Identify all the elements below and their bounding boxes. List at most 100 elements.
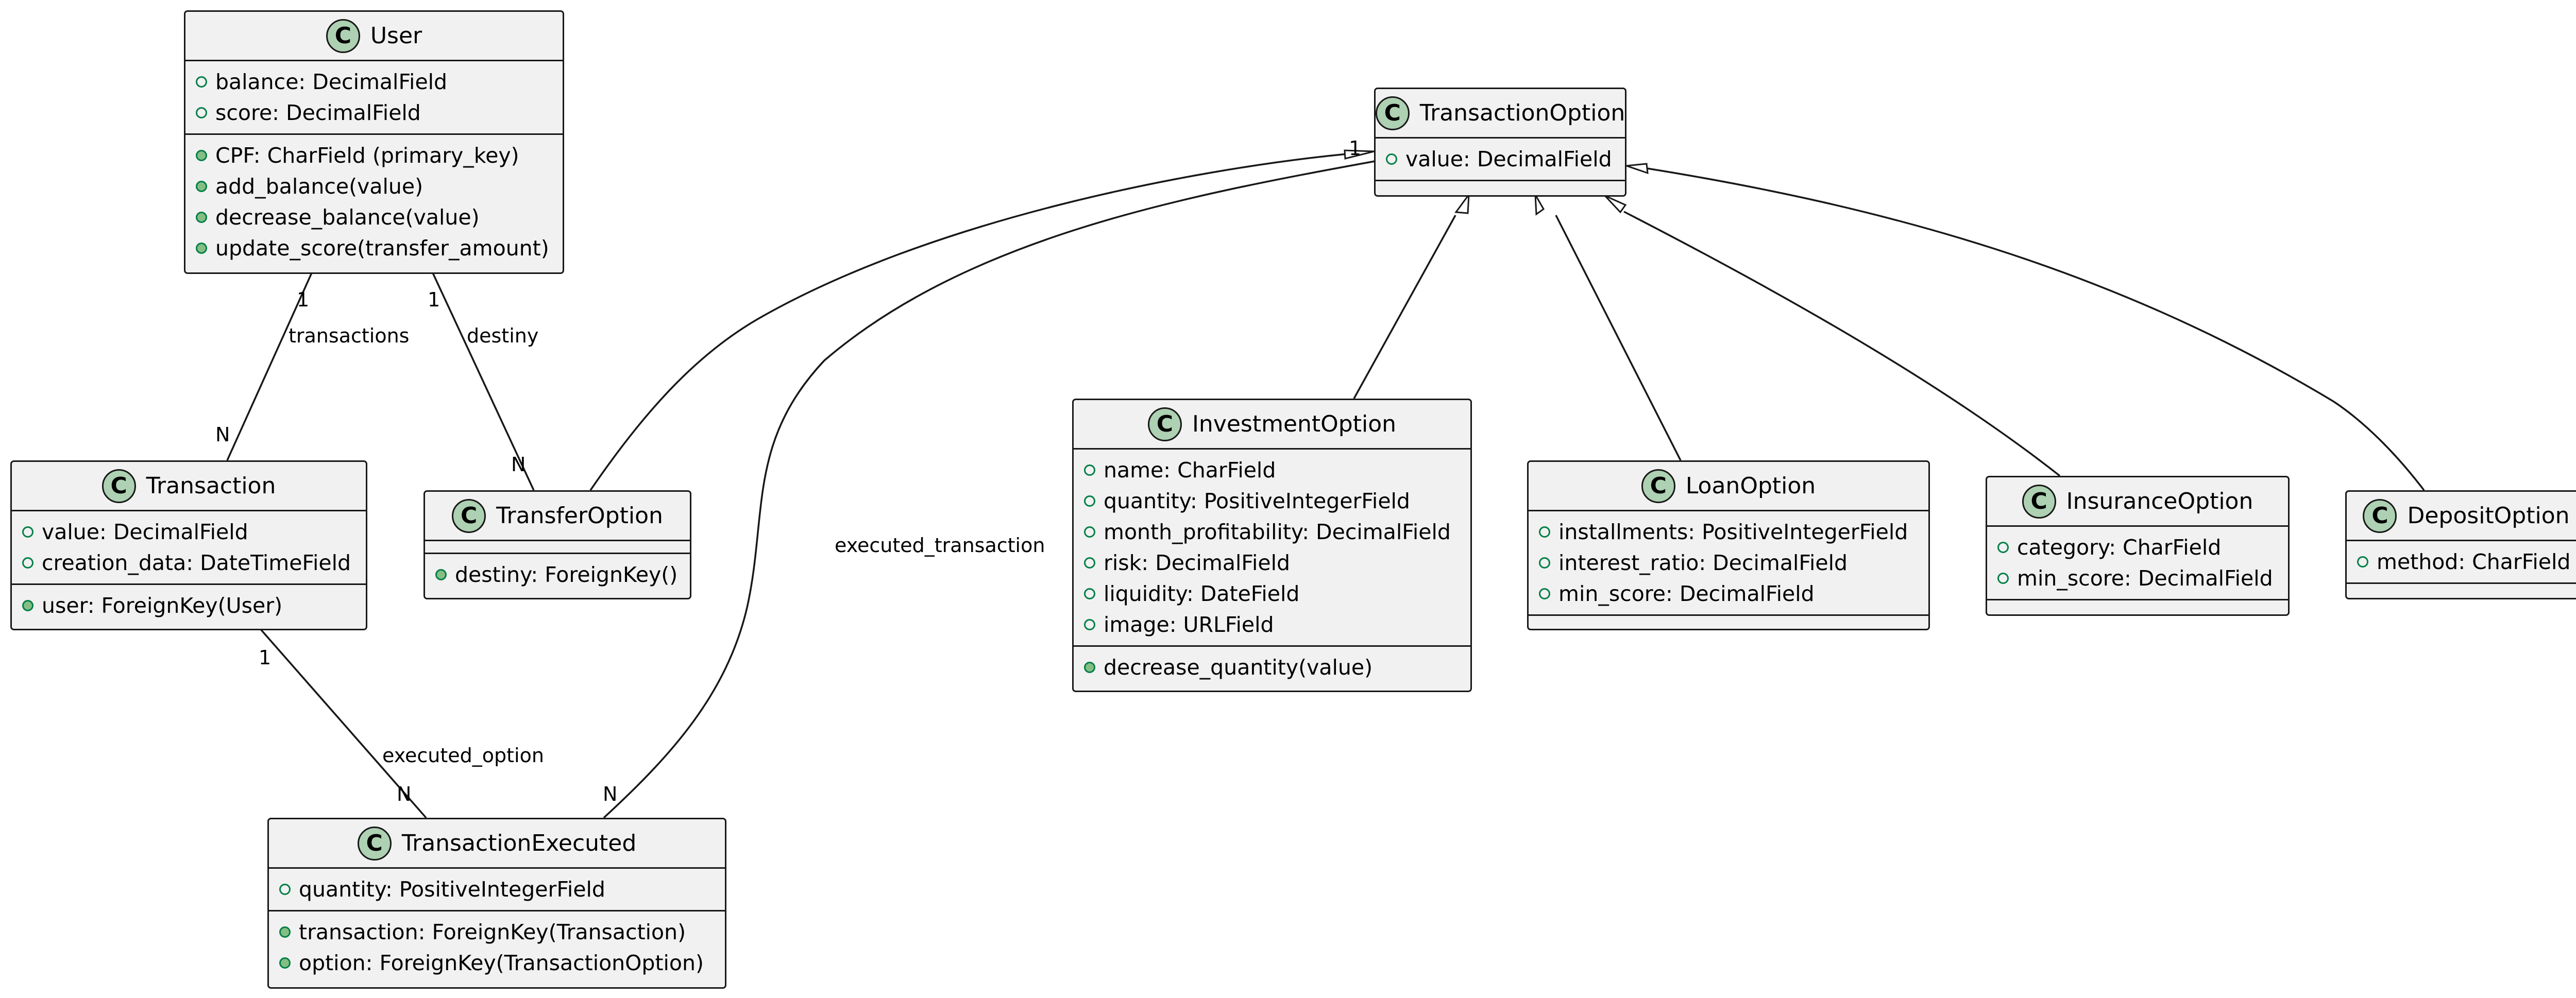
edge-label-transactions: transactions [289,324,410,347]
methods-section: decrease_quantity(value) [1074,645,1470,688]
class-loan-option[interactable]: C LoanOption installments: PositiveInteg… [1527,460,1930,630]
class-c-icon: C [2363,498,2397,533]
public-field-icon [22,526,33,538]
field-row: quantity: PositiveIntegerField [1074,486,1470,517]
method-row: user: ForeignKey(User) [12,590,366,621]
public-field-icon [1997,573,2009,584]
field-row: name: CharField [1074,455,1470,486]
methods-section: transaction: ForeignKey(Transaction) opt… [269,910,725,984]
class-header: C InsuranceOption [1987,477,2288,527]
class-name: DepositOption [2407,503,2570,529]
public-field-icon [1539,557,1550,569]
fields-section: balance: DecimalField score: DecimalFiel… [185,61,563,133]
inherit-arrow-deposit [1626,163,1649,175]
edge-transactionexecuted-transactionoption [603,159,1381,819]
edge-investment-transactionoption [1353,215,1456,399]
fields-section [425,541,690,553]
class-user[interactable]: C User balance: DecimalField score: Deci… [184,10,564,274]
edge-label-executed-transaction: executed_transaction [835,534,1045,557]
class-header: C LoanOption [1529,462,1928,511]
multiplicity-label: N [603,783,618,805]
edge-transaction-transactionexecuted [259,628,427,819]
class-name: Transaction [146,473,276,499]
public-method-icon [1084,662,1095,673]
class-c-icon: C [357,826,392,861]
methods-section [1987,599,2288,611]
class-c-icon: C [2022,484,2056,519]
class-c-icon: C [1147,407,1182,441]
public-field-icon [1084,619,1095,630]
field-row: score: DecimalField [185,97,563,128]
class-header: C User [185,12,563,61]
edge-label-executed-option: executed_option [382,744,544,767]
field-row: min_score: DecimalField [1987,563,2288,594]
class-c-icon: C [326,19,360,53]
class-name: InsuranceOption [2066,488,2253,514]
class-transfer-option[interactable]: C TransferOption destiny: ForeignKey() [423,490,691,599]
fields-section: method: CharField [2347,541,2576,582]
edge-user-transferoption [432,272,535,491]
public-field-icon [1997,542,2009,553]
public-field-icon [196,76,207,88]
edge-deposit-transactionoption [1647,167,2425,491]
class-name: InvestmentOption [1192,411,1397,437]
public-field-icon [1084,464,1095,476]
field-row: month_profitability: DecimalField [1074,517,1470,547]
class-header: C Transaction [12,462,366,511]
class-name: User [370,23,422,49]
class-insurance-option[interactable]: C InsuranceOption category: CharField mi… [1986,476,2290,616]
class-deposit-option[interactable]: C DepositOption method: CharField [2345,490,2576,599]
method-row: option: ForeignKey(TransactionOption) [269,948,725,978]
class-transaction[interactable]: C Transaction value: DecimalField creati… [10,460,367,630]
public-method-icon [196,212,207,223]
multiplicity-label: N [397,783,412,805]
class-header: C TransferOption [425,492,690,541]
class-header: C TransactionOption [1375,89,1625,139]
public-field-icon [22,557,33,569]
class-header: C TransactionExecuted [269,819,725,869]
public-method-icon [196,181,207,192]
field-row: risk: DecimalField [1074,547,1470,578]
class-name: TransactionOption [1419,100,1625,126]
methods-section [1376,180,1625,192]
public-method-icon [435,569,447,580]
multiplicity-label: 1 [297,288,310,311]
class-investment-option[interactable]: C InvestmentOption name: CharField quant… [1072,399,1472,692]
edge-user-transaction [226,272,313,461]
class-transaction-option[interactable]: C TransactionOption value: DecimalField [1374,88,1626,197]
public-field-icon [1084,495,1095,507]
class-name: TransactionExecuted [401,830,637,856]
class-c-icon: C [1375,96,1410,130]
field-row: image: URLField [1074,609,1470,640]
fields-section: value: DecimalField creation_data: DateT… [12,511,366,583]
field-row: value: DecimalField [12,517,366,547]
edge-label-destiny: destiny [467,324,539,347]
method-row: transaction: ForeignKey(Transaction) [269,917,725,948]
class-header: C DepositOption [2347,492,2576,541]
multiplicity-label: N [215,423,230,446]
field-row: interest_ratio: DecimalField [1529,547,1928,578]
inherit-arrow-investment [1454,192,1470,214]
inherit-arrow-loan [1534,194,1545,216]
methods-section: CPF: CharField (primary_key) add_balance… [185,133,563,269]
methods-section [1529,614,1928,626]
method-row: CPF: CharField (primary_key) [185,140,563,171]
fields-section: installments: PositiveIntegerField inter… [1529,511,1928,614]
public-method-icon [279,926,291,938]
field-row: liquidity: DateField [1074,578,1470,609]
class-c-icon: C [101,469,136,503]
public-field-icon [1539,588,1550,599]
class-transaction-executed[interactable]: C TransactionExecuted quantity: Positive… [267,818,726,989]
inherit-arrow-transfer [1344,149,1375,160]
class-c-icon: C [1641,469,1675,503]
methods-section: destiny: ForeignKey() [425,553,690,595]
fields-section: quantity: PositiveIntegerField [269,869,725,910]
public-field-icon [2357,556,2368,567]
field-row: balance: DecimalField [185,66,563,97]
class-name: LoanOption [1685,473,1816,499]
field-row: min_score: DecimalField [1529,578,1928,609]
edge-insurance-transactionoption [1623,211,2061,477]
public-field-icon [279,884,291,895]
field-row: category: CharField [1987,532,2288,563]
